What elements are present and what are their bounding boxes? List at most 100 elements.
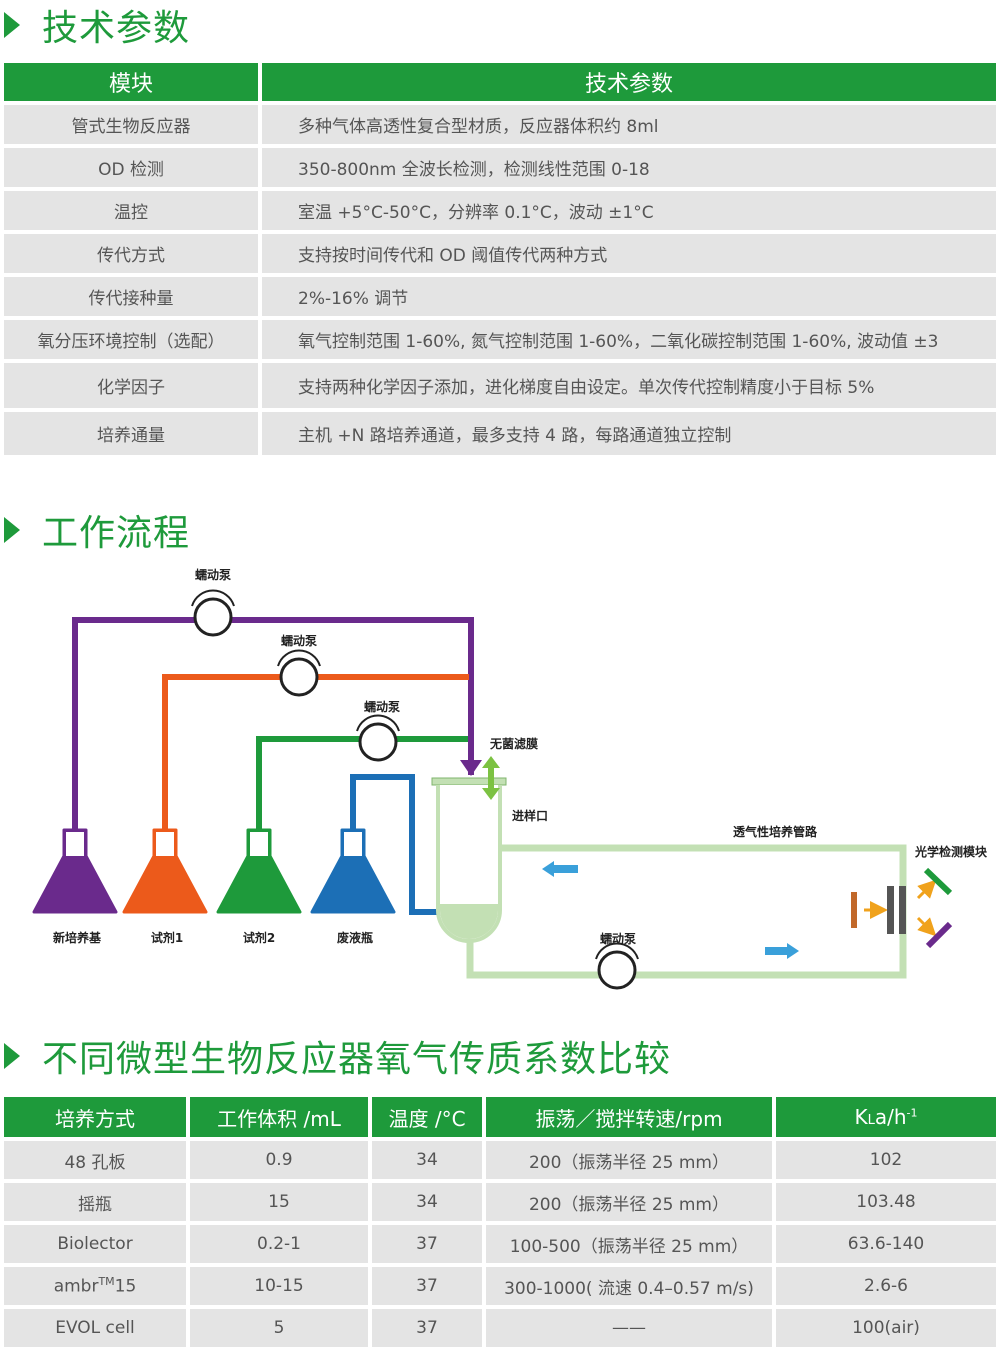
flask-label: 新培养基 — [53, 930, 102, 945]
inlet-label: 进样口 — [512, 808, 548, 823]
flask-label: 试剂1 — [151, 930, 183, 945]
optics-label: 光学检测模块 — [914, 844, 988, 859]
table-row: 48 孔板 0.9 34 200（振荡半径 25 mm） 102 — [4, 1141, 996, 1179]
module-cell: 培养通量 — [4, 412, 258, 455]
section-heading: 工作流程 — [42, 513, 191, 554]
pump-label: 蠕动泵 — [600, 931, 636, 946]
module-cell: 传代接种量 — [4, 277, 258, 316]
flask-label: 试剂2 — [243, 930, 275, 945]
volume-cell: 0.9 — [190, 1141, 368, 1179]
pump-label: 蠕动泵 — [364, 699, 400, 714]
table-row: 培养通量 主机 +N 路培养通道，最多支持 4 路，每路通道独立控制 — [4, 412, 996, 455]
flask-icon — [122, 828, 208, 914]
kla-cell: 2.6-6 — [776, 1267, 996, 1305]
purple-line — [72, 617, 474, 832]
method-cell: ambrTM15 — [4, 1267, 186, 1305]
triangle-bullet-icon — [4, 517, 20, 543]
module-cell: 管式生物反应器 — [4, 105, 258, 144]
col-header-method: 培养方式 — [4, 1097, 186, 1137]
orange-line — [162, 674, 469, 832]
temp-cell: 37 — [372, 1309, 482, 1347]
param-cell: 支持按时间传代和 OD 阈值传代两种方式 — [262, 234, 996, 273]
section-title-comparison: 不同微型生物反应器氧气传质系数比较 — [0, 1031, 671, 1081]
reactor-tube — [431, 777, 507, 943]
volume-cell: 15 — [190, 1183, 368, 1221]
table-row: 温控 室温 +5°C-50°C，分辨率 0.1°C，波动 ±1°C — [4, 191, 996, 230]
col-header-volume: 工作体积 /mL — [190, 1097, 368, 1137]
kla-comparison-table: 培养方式 工作体积 /mL 温度 /°C 振荡／搅拌转速/rpm KLa/h-1… — [0, 1093, 1000, 1351]
flow-arrow-left-icon — [542, 861, 578, 877]
flask-icon — [32, 828, 118, 914]
tube-label: 透气性培养管路 — [733, 824, 818, 839]
table-row: ambrTM15 10-15 37 300-1000( 流速 0.4–0.57 … — [4, 1267, 996, 1305]
filter-arrow-icon — [482, 756, 500, 800]
module-cell: 氧分压环境控制（选配） — [4, 320, 258, 359]
table-row: Biolector 0.2-1 37 100-500（振荡半径 25 mm） 6… — [4, 1225, 996, 1263]
temp-cell: 37 — [372, 1225, 482, 1263]
col-header-speed: 振荡／搅拌转速/rpm — [486, 1097, 772, 1137]
triangle-bullet-icon — [4, 1043, 20, 1069]
purple-arrowhead — [460, 760, 482, 776]
pump-icon — [277, 649, 321, 697]
kla-cell: 100(air) — [776, 1309, 996, 1347]
col-header-kla: KLa/h-1 — [776, 1097, 996, 1137]
optical-module-icon — [851, 867, 953, 949]
kla-cell: 102 — [776, 1141, 996, 1179]
table-row: 传代接种量 2%-16% 调节 — [4, 277, 996, 316]
volume-cell: 10-15 — [190, 1267, 368, 1305]
flask-label: 废液瓶 — [337, 930, 373, 945]
table-row: 化学因子 支持两种化学因子添加，进化梯度自由设定。单次传代控制精度小于目标 5% — [4, 363, 996, 408]
param-cell: 350-800nm 全波长检测，检测线性范围 0-18 — [262, 148, 996, 187]
volume-cell: 0.2-1 — [190, 1225, 368, 1263]
table-row: 摇瓶 15 34 200（振荡半径 25 mm） 103.48 — [4, 1183, 996, 1221]
flask-icon — [310, 828, 396, 914]
pump-icon — [191, 589, 235, 637]
section-heading: 技术参数 — [42, 8, 191, 49]
section-title-workflow: 工作流程 — [0, 505, 190, 555]
module-cell: 温控 — [4, 191, 258, 230]
volume-cell: 5 — [190, 1309, 368, 1347]
speed-cell: 200（振荡半径 25 mm） — [486, 1183, 772, 1221]
speed-cell: 100-500（振荡半径 25 mm） — [486, 1225, 772, 1263]
triangle-bullet-icon — [4, 12, 20, 38]
method-cell: 摇瓶 — [4, 1183, 186, 1221]
method-cell: 48 孔板 — [4, 1141, 186, 1179]
workflow-diagram: 蠕动泵 蠕动泵 蠕动泵 蠕动泵 无菌滤膜 进样口 透气性培养管路 光学检测模块 — [32, 567, 988, 990]
flow-arrow-right-icon — [765, 943, 799, 959]
param-cell: 主机 +N 路培养通道，最多支持 4 路，每路通道独立控制 — [262, 412, 996, 455]
section-title-tech: 技术参数 — [0, 0, 190, 50]
module-cell: 传代方式 — [4, 234, 258, 273]
col-header-params: 技术参数 — [262, 63, 996, 101]
pump-label: 蠕动泵 — [195, 567, 231, 582]
kla-cell: 103.48 — [776, 1183, 996, 1221]
speed-cell: —— — [486, 1309, 772, 1347]
col-header-temp: 温度 /°C — [372, 1097, 482, 1137]
pump-label: 蠕动泵 — [281, 633, 317, 648]
param-cell: 氧气控制范围 1-60%, 氮气控制范围 1-60%，二氧化碳控制范围 1-60… — [262, 320, 996, 359]
col-header-module: 模块 — [4, 63, 258, 101]
tech-params-table: 模块 技术参数 管式生物反应器 多种气体高透性复合型材质，反应器体积约 8ml … — [0, 59, 1000, 459]
culture-tube-loop — [466, 844, 907, 979]
section-heading: 不同微型生物反应器氧气传质系数比较 — [42, 1039, 672, 1080]
pump-icon — [595, 942, 639, 990]
param-cell: 支持两种化学因子添加，进化梯度自由设定。单次传代控制精度小于目标 5% — [262, 363, 996, 408]
table-row: 传代方式 支持按时间传代和 OD 阈值传代两种方式 — [4, 234, 996, 273]
green-line — [256, 736, 468, 832]
temp-cell: 37 — [372, 1267, 482, 1305]
table-row: 管式生物反应器 多种气体高透性复合型材质，反应器体积约 8ml — [4, 105, 996, 144]
speed-cell: 200（振荡半径 25 mm） — [486, 1141, 772, 1179]
filter-label: 无菌滤膜 — [489, 736, 538, 751]
temp-cell: 34 — [372, 1183, 482, 1221]
method-cell: EVOL cell — [4, 1309, 186, 1347]
flask-icon — [216, 828, 302, 914]
module-cell: OD 检测 — [4, 148, 258, 187]
speed-cell: 300-1000( 流速 0.4–0.57 m/s) — [486, 1267, 772, 1305]
param-cell: 室温 +5°C-50°C，分辨率 0.1°C，波动 ±1°C — [262, 191, 996, 230]
table-row: OD 检测 350-800nm 全波长检测，检测线性范围 0-18 — [4, 148, 996, 187]
method-cell: Biolector — [4, 1225, 186, 1263]
table-row: EVOL cell 5 37 —— 100(air) — [4, 1309, 996, 1347]
temp-cell: 34 — [372, 1141, 482, 1179]
param-cell: 多种气体高透性复合型材质，反应器体积约 8ml — [262, 105, 996, 144]
kla-cell: 63.6-140 — [776, 1225, 996, 1263]
table-row: 氧分压环境控制（选配） 氧气控制范围 1-60%, 氮气控制范围 1-60%，二… — [4, 320, 996, 359]
